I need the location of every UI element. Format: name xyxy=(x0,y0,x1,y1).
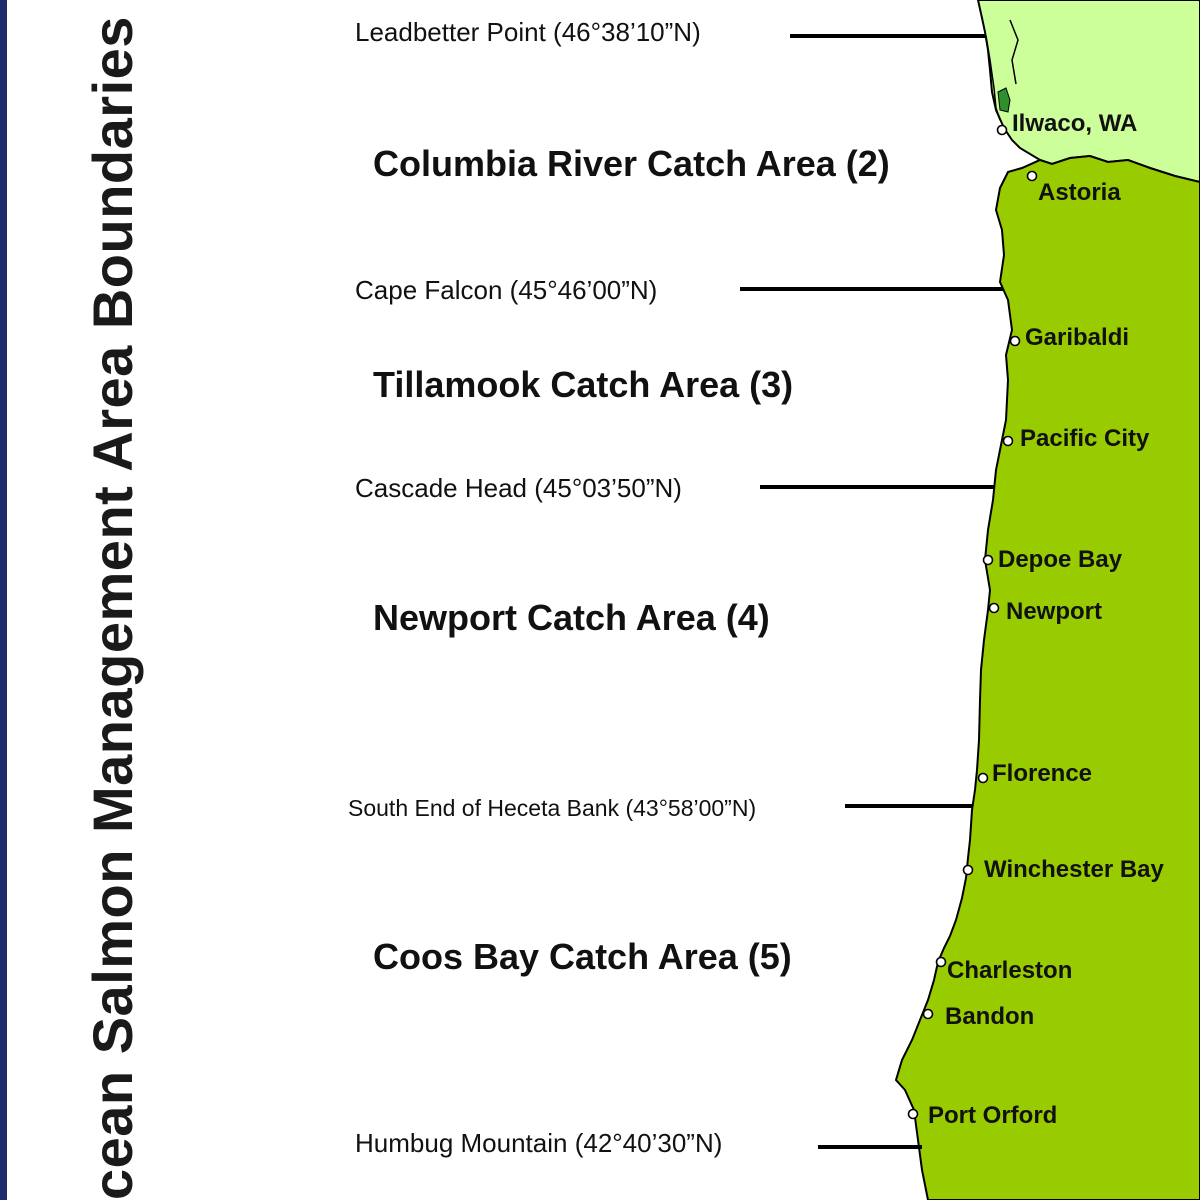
map-title: cean Salmon Management Area Boundaries xyxy=(81,16,144,1200)
town-label-florence: Florence xyxy=(992,760,1093,787)
town-label-winchester-bay: Winchester Bay xyxy=(984,856,1164,883)
area-label-tillamook: Tillamook Catch Area (3) xyxy=(373,364,794,405)
boundary-name: Cascade Head xyxy=(355,473,527,503)
boundary-name: Cape Falcon xyxy=(355,275,503,305)
port-star-icon xyxy=(977,772,989,784)
boundary-label-cascade-head: Cascade Head (45°03’50”N) xyxy=(355,473,682,504)
port-star-icon xyxy=(962,864,974,876)
boundary-coord: (45°03’50”N) xyxy=(534,473,682,503)
port-star-icon xyxy=(907,1108,919,1120)
boundary-label-heceta-bank: South End of Heceta Bank (43°58’00”N) xyxy=(348,795,756,822)
boundary-label-cape-falcon: Cape Falcon (45°46’00”N) xyxy=(355,275,657,306)
leadbetter-wetland xyxy=(997,87,1011,113)
boundary-coord: (42°40’30”N) xyxy=(574,1128,723,1158)
boundary-coord: (46°38’10”N) xyxy=(553,17,701,47)
boundary-name: South End of Heceta Bank xyxy=(348,795,620,821)
port-star-icon xyxy=(982,554,994,566)
boundary-name: Humbug Mountain xyxy=(355,1128,568,1158)
left-border-stripe xyxy=(0,0,7,1200)
port-star-icon xyxy=(1009,335,1021,347)
port-star-icon xyxy=(996,124,1008,136)
town-label-newport: Newport xyxy=(1006,598,1102,625)
port-star-icon xyxy=(935,956,947,968)
port-star-icon xyxy=(1002,435,1014,447)
area-label-coos-bay: Coos Bay Catch Area (5) xyxy=(373,936,792,977)
town-label-charleston: Charleston xyxy=(947,957,1073,984)
area-label-newport: Newport Catch Area (4) xyxy=(373,597,770,638)
boundary-name: Leadbetter Point xyxy=(355,17,546,47)
town-label-ilwaco: Ilwaco, WA xyxy=(1012,110,1138,137)
area-label-columbia-river: Columbia River Catch Area (2) xyxy=(373,143,890,184)
boundary-label-humbug: Humbug Mountain (42°40’30”N) xyxy=(355,1128,722,1159)
washington-land xyxy=(976,0,1200,184)
town-label-depoe-bay: Depoe Bay xyxy=(998,546,1123,573)
town-label-astoria: Astoria xyxy=(1038,179,1121,206)
town-label-bandon: Bandon xyxy=(945,1003,1035,1030)
oregon-land xyxy=(894,154,1200,1200)
town-label-pacific-city: Pacific City xyxy=(1020,425,1150,452)
boundary-label-leadbetter: Leadbetter Point (46°38’10”N) xyxy=(355,17,701,48)
leadbetter-spit xyxy=(985,19,1019,121)
boundary-coord: (43°58’00”N) xyxy=(625,795,757,821)
town-label-port-orford: Port Orford xyxy=(928,1102,1058,1129)
boundary-coord: (45°46’00”N) xyxy=(509,275,658,305)
port-star-icon xyxy=(1026,170,1038,182)
town-label-garibaldi: Garibaldi xyxy=(1025,324,1130,351)
port-star-icon xyxy=(988,602,1000,614)
port-star-icon xyxy=(922,1008,934,1020)
